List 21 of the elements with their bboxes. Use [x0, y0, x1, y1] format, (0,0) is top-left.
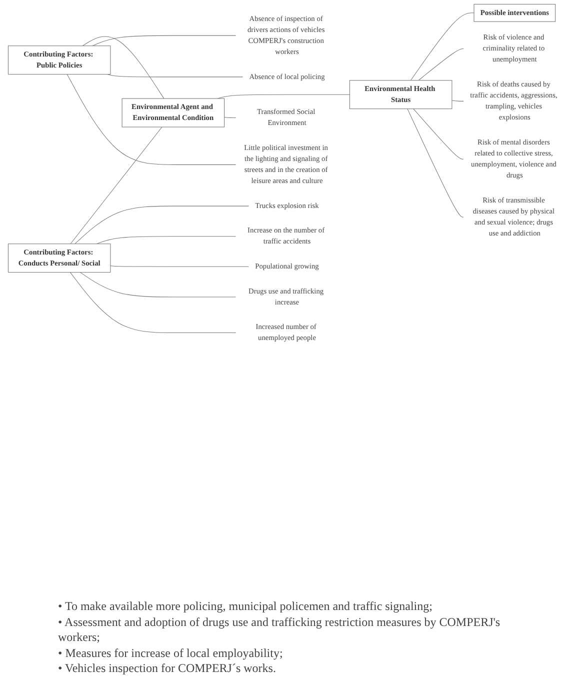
- intervention-item: • To make available more policing, municipal policemen and traffic signaling;: [58, 599, 434, 615]
- connector: [418, 48, 464, 81]
- connector: [107, 74, 244, 78]
- connector: [74, 206, 250, 244]
- connector: [70, 126, 162, 244]
- intervention-item: • Measures for increase of local employability;: [58, 646, 284, 662]
- connector: [96, 236, 236, 244]
- connector: [110, 266, 250, 267]
- intervention-item: • Vehicles inspection for COMPERJ´s works.: [58, 661, 277, 677]
- connector: [92, 35, 236, 46]
- connector: [410, 12, 474, 81]
- connector: [452, 100, 464, 102]
- connector: [217, 94, 350, 99]
- connector: [80, 272, 236, 298]
- connector: [224, 117, 236, 118]
- intervention-item: • Assessment and adoption of drugs use and trafficking restriction measures by COMPERJ's workers;: [58, 614, 502, 646]
- connector: [413, 108, 464, 160]
- connector: [82, 36, 164, 99]
- connector: [407, 108, 464, 218]
- connector: [66, 74, 236, 165]
- connector: [70, 272, 236, 334]
